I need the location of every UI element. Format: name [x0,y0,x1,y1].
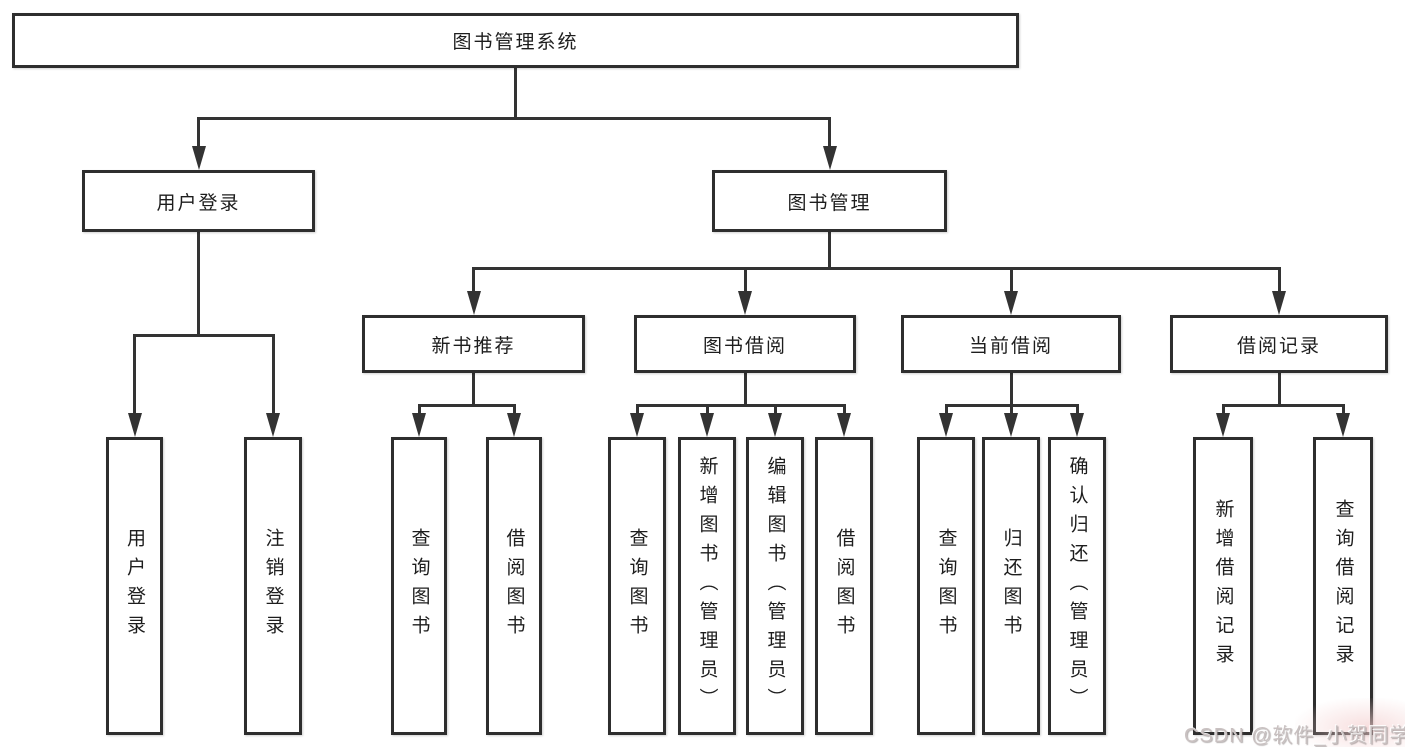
connector-stem [197,232,200,336]
connector-l3-horizontal [472,267,1281,270]
connector-stem [1009,404,1013,415]
arrow-down-icon [1004,413,1018,437]
arrow-down-icon [266,413,280,437]
leaf-logout: 注销登录 [244,437,302,735]
leaf-add-borrow-record-label: 新增借阅记录 [1212,499,1234,673]
connector-horizontal [635,404,846,407]
node-root-label: 图书管理系统 [452,32,579,53]
arrow-down-icon [822,146,837,170]
arrow-down-icon [768,413,782,437]
arrow-down-icon [1216,413,1230,437]
leaf-borrow-books-2: 借阅图书 [815,437,873,735]
node-new-book-recommend-label: 新书推荐 [431,335,516,357]
node-user-login: 用户登录 [82,170,315,232]
node-book-management-label: 图书管理 [787,192,872,214]
leaf-borrow-books-1-label: 借阅图书 [503,528,525,644]
connector-stem [1221,404,1225,415]
connector-stem [635,404,639,415]
leaf-query-books-3-label: 查询图书 [935,528,957,644]
leaf-query-borrow-record-label: 查询借阅记录 [1332,499,1354,673]
node-borrow-records-label: 借阅记录 [1236,335,1321,357]
connector-horizontal [417,404,516,407]
connector-stem [944,404,948,415]
connector-horizontal [1221,404,1345,407]
node-book-borrow-label: 图书借阅 [702,335,787,357]
node-root: 图书管理系统 [12,13,1019,68]
leaf-query-books-2: 查询图书 [608,437,666,735]
leaf-query-borrow-record: 查询借阅记录 [1313,437,1373,735]
arrow-down-icon [700,413,714,437]
leaf-return-book: 归还图书 [982,437,1040,735]
connector-stem [1009,267,1013,293]
leaf-borrow-books-1: 借阅图书 [486,437,542,735]
leaf-add-book-admin-label: 新增图书（管理员） [696,455,718,717]
leaf-user-login-label: 用户登录 [124,528,145,644]
connector-stem [1341,404,1345,415]
connector-l2-horizontal [197,117,831,120]
node-book-management: 图书管理 [712,170,947,232]
node-book-borrow: 图书借阅 [634,315,856,373]
leaf-query-books-2-label: 查询图书 [626,528,648,644]
arrow-down-icon [939,413,953,437]
leaf-confirm-return-admin-label: 确认归还（管理员） [1066,455,1088,717]
arrow-down-icon [1004,291,1018,315]
connector-stem [1277,373,1281,406]
arrow-down-icon [127,413,142,437]
leaf-edit-book-admin: 编辑图书（管理员） [746,437,804,735]
leaf-query-books-1-label: 查询图书 [408,528,430,644]
leaf-user-login: 用户登录 [106,437,163,735]
node-new-book-recommend: 新书推荐 [362,315,585,373]
connector-stem [472,373,475,406]
connector-stem [1075,404,1079,415]
node-user-login-label: 用户登录 [156,192,241,214]
arrow-down-icon [1336,413,1350,437]
leaf-return-book-label: 归还图书 [1000,528,1022,644]
arrow-down-icon [507,413,521,437]
arrow-down-icon [412,413,426,437]
node-borrow-records: 借阅记录 [1170,315,1388,373]
connector-stem [828,232,831,269]
connector-stem [743,267,747,293]
arrow-down-icon [630,413,644,437]
leaf-edit-book-admin-label: 编辑图书（管理员） [764,455,786,717]
connector-stem [472,267,475,293]
connector-stem [743,373,747,406]
leaf-add-borrow-record: 新增借阅记录 [1193,437,1253,735]
connector-stem [828,117,831,149]
leaf-query-books-1: 查询图书 [391,437,447,735]
connector-stem [512,404,516,415]
arrow-down-icon [738,291,752,315]
node-current-borrow: 当前借阅 [901,315,1121,373]
csdn-watermark: CSDN @软件_小贺同学 [1184,725,1405,747]
connector-stem [773,404,777,415]
arrow-down-icon [1272,291,1286,315]
connector-root-stem [514,68,517,120]
connector-stem [197,117,200,149]
leaf-borrow-books-2-label: 借阅图书 [833,528,855,644]
leaf-confirm-return-admin: 确认归还（管理员） [1048,437,1106,735]
connector-stem [133,334,136,416]
leaf-logout-label: 注销登录 [262,528,284,644]
connector-stem [1009,373,1013,406]
arrow-down-icon [466,291,481,315]
connector-stem [705,404,709,415]
connector-stem [271,334,275,416]
node-current-borrow-label: 当前借阅 [968,335,1053,357]
connector-horizontal [133,334,275,337]
connector-stem [842,404,846,415]
arrow-down-icon [1070,413,1084,437]
connector-stem [1277,267,1281,293]
arrow-down-icon [191,146,206,170]
arrow-down-icon [837,413,851,437]
leaf-add-book-admin: 新增图书（管理员） [678,437,736,735]
connector-stem [417,404,421,415]
leaf-query-books-3: 查询图书 [917,437,975,735]
